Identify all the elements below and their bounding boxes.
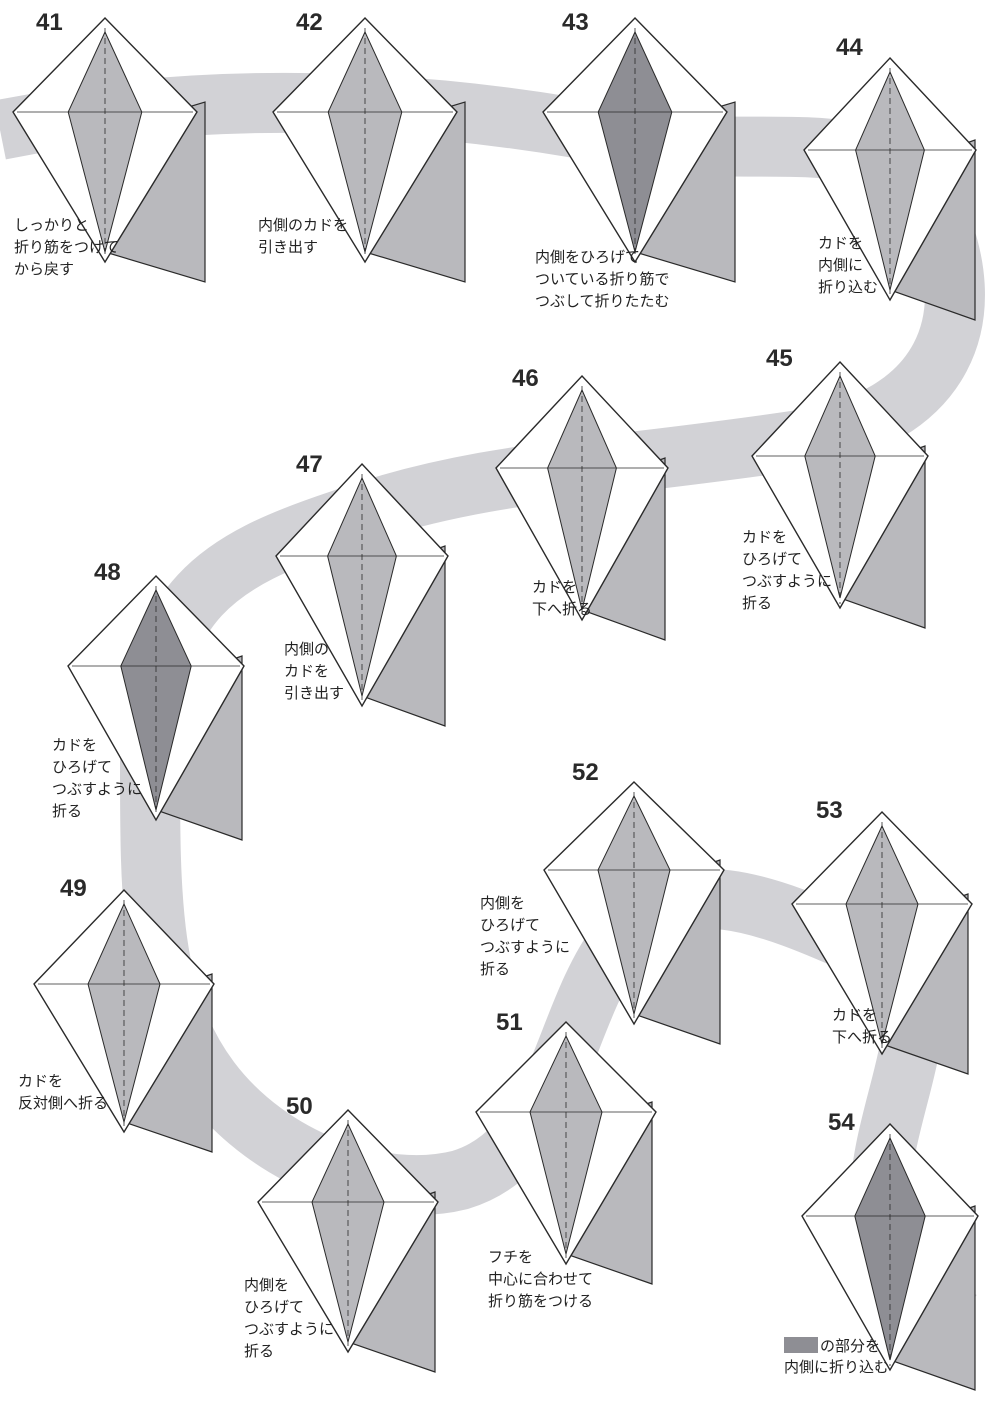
step-number-49: 49 (60, 875, 87, 902)
caption-49-line-2: 反対側へ折る (18, 1094, 108, 1112)
caption-47-line-2: カドを (284, 662, 329, 680)
model-step-48 (67, 574, 245, 841)
caption-41-line-1: しっかりと (14, 216, 89, 234)
step-number-47: 47 (296, 451, 323, 478)
caption-46-line-1: カドを (532, 578, 577, 596)
caption-45-line-1: カドを (742, 528, 787, 546)
model-step-42 (272, 16, 466, 283)
caption-52-line-2: ひろげて (480, 916, 540, 934)
caption-52-line-4: 折る (480, 960, 510, 978)
legend-swatch (784, 1337, 818, 1353)
model-step-53 (791, 810, 973, 1075)
caption-42-line-1: 内側のカドを (258, 216, 348, 234)
caption-48-line-3: つぶすように (52, 780, 142, 798)
step-number-51: 51 (496, 1009, 523, 1036)
caption-48-line-1: カドを (52, 736, 97, 754)
model-step-50 (257, 1108, 439, 1373)
caption-48-line-2: ひろげて (52, 758, 112, 776)
caption-44-line-2: 内側に (818, 256, 863, 274)
step-number-53: 53 (816, 797, 843, 824)
caption-51-line-2: 中心に合わせて (488, 1270, 593, 1288)
caption-45-line-4: 折る (742, 594, 772, 612)
caption-50-line-3: つぶすように (244, 1320, 334, 1338)
step-number-54: 54 (828, 1109, 855, 1136)
legend-line-2: 内側に折り込む (784, 1358, 889, 1376)
step-number-41: 41 (36, 9, 63, 36)
step-number-45: 45 (766, 345, 793, 372)
caption-51-line-3: 折り筋をつける (488, 1292, 593, 1310)
caption-52-line-1: 内側を (480, 894, 525, 912)
step-number-50: 50 (286, 1093, 313, 1120)
caption-50-line-4: 折る (244, 1342, 274, 1360)
model-step-49 (33, 888, 215, 1153)
legend: の部分を 内側に折り込む (784, 1337, 889, 1376)
caption-41-line-3: から戻す (14, 260, 74, 278)
caption-50-line-2: ひろげて (244, 1298, 304, 1316)
model-step-41 (12, 16, 206, 283)
model-step-46 (495, 374, 669, 641)
caption-47-line-3: 引き出す (284, 684, 344, 702)
model-step-44 (803, 56, 977, 321)
step-number-46: 46 (512, 365, 539, 392)
model-step-51 (475, 1021, 657, 1285)
model-step-54 (801, 1122, 979, 1391)
model-step-52 (543, 781, 725, 1045)
step-number-52: 52 (572, 759, 599, 786)
step-number-44: 44 (836, 34, 863, 61)
caption-44-line-3: 折り込む (818, 278, 878, 296)
step-number-42: 42 (296, 9, 323, 36)
caption-43-line-1: 内側をひろげて (535, 248, 640, 266)
caption-45-line-2: ひろげて (742, 550, 802, 568)
step-number-48: 48 (94, 559, 121, 586)
caption-51-line-1: フチを (488, 1248, 533, 1266)
caption-53-line-2: 下へ折る (832, 1028, 892, 1046)
caption-48-line-4: 折る (52, 802, 82, 820)
caption-43-line-3: つぶして折りたたむ (535, 292, 670, 310)
caption-47-line-1: 内側の (284, 640, 329, 658)
caption-42-line-2: 引き出す (258, 238, 318, 256)
caption-46-line-2: 下へ折る (532, 600, 592, 618)
caption-44-line-1: カドを (818, 234, 863, 252)
caption-53-line-1: カドを (832, 1006, 877, 1024)
caption-49-line-1: カドを (18, 1072, 63, 1090)
caption-43-line-2: ついている折り筋で (535, 270, 670, 288)
model-step-45 (751, 360, 929, 629)
legend-line-1: の部分を (820, 1337, 880, 1355)
caption-45-line-3: つぶすように (742, 572, 832, 590)
model-step-47 (275, 462, 449, 727)
model-step-43 (542, 16, 736, 283)
caption-50-line-1: 内側を (244, 1276, 289, 1294)
step-number-43: 43 (562, 9, 589, 36)
caption-41-line-2: 折り筋をつけて (14, 238, 119, 256)
caption-52-line-3: つぶすように (480, 938, 570, 956)
